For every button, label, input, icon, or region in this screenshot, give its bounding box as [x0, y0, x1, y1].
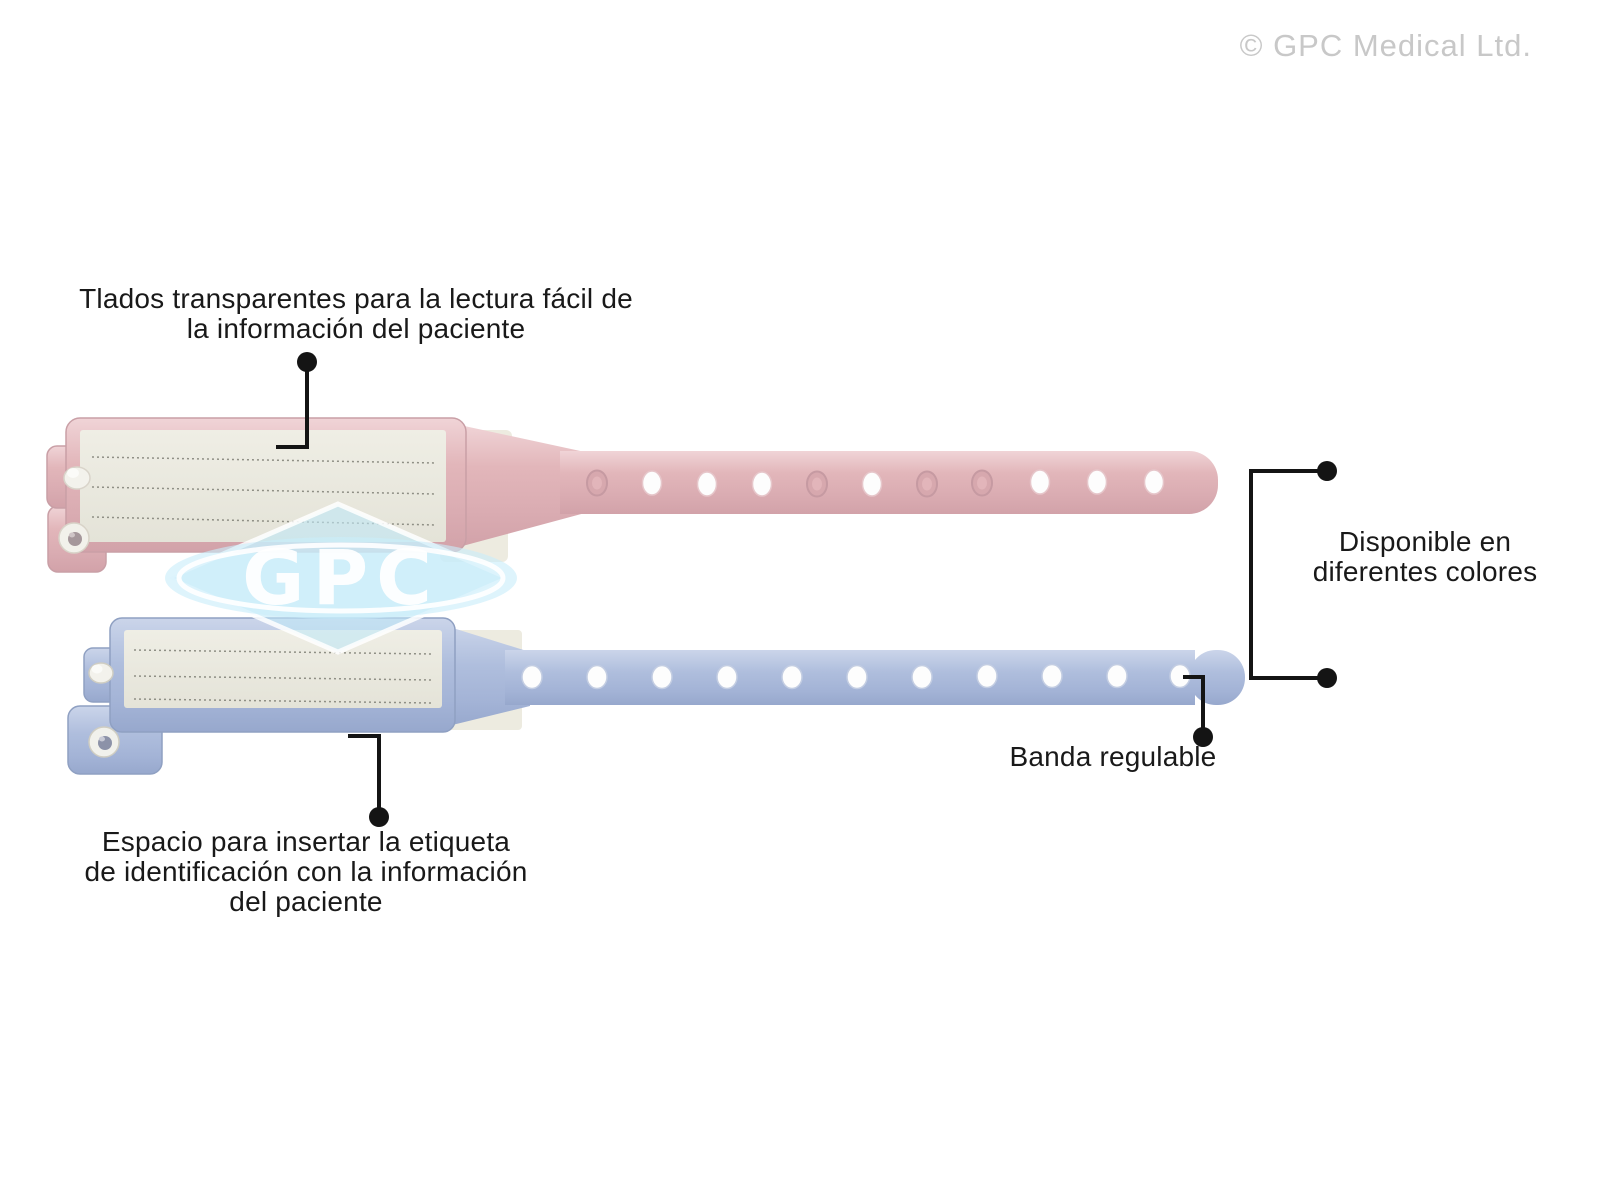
- blue-wristband: [67, 617, 1245, 775]
- annotation-line: Espacio para insertar la etiqueta: [101, 826, 511, 857]
- blue-stud-highlight: [91, 664, 103, 674]
- annotation-adjustable-band: Banda regulable: [963, 742, 1263, 772]
- annotation-available-colors: Disponible en diferentes colores: [1262, 527, 1588, 587]
- pink-write-line: [91, 456, 437, 464]
- pink-adjustment-holes: [586, 469, 1165, 498]
- annotation-line: diferentes colores: [1312, 556, 1538, 587]
- annotation-line: de identificación con la información: [84, 856, 528, 887]
- annotation-transparent-window: Tlados transparentes para la lectura fác…: [40, 284, 672, 344]
- dot-colors-bottom: [1317, 668, 1337, 688]
- pink-taper: [455, 424, 585, 548]
- pink-write-line: [91, 486, 437, 495]
- blue-grommet-shine: [99, 736, 105, 742]
- dot-adjustable-band: [1193, 727, 1213, 747]
- gpc-logo-watermark: GPC: [161, 501, 517, 655]
- dot-colors-top: [1317, 461, 1337, 481]
- annotation-line: Disponible en: [1338, 526, 1512, 557]
- leader-transparent-window: [276, 363, 309, 449]
- callout-leaders: [276, 363, 1318, 808]
- pink-stud-highlight: [67, 468, 79, 478]
- pink-grommet-shine: [69, 532, 75, 538]
- blue-adjustment-holes: [521, 663, 1191, 690]
- logo-ellipse: [165, 537, 517, 619]
- pink-strap-end: [1160, 451, 1218, 514]
- leader-label-space: [348, 734, 381, 808]
- leader-colors-bracket: [1249, 469, 1318, 680]
- annotation-line: del paciente: [229, 886, 383, 917]
- dot-transparent-window: [297, 352, 317, 372]
- annotation-line: Tlados transparentes para la lectura fác…: [79, 283, 633, 314]
- copyright-watermark: © GPC Medical Ltd.: [1239, 28, 1532, 63]
- callout-dots: [297, 352, 1337, 827]
- annotation-label-space: Espacio para insertar la etiqueta de ide…: [26, 827, 586, 917]
- logo-ellipse-ring: [176, 542, 506, 614]
- logo-text: GPC: [242, 533, 440, 622]
- dot-label-space: [369, 807, 389, 827]
- blue-label-insert: [124, 630, 442, 708]
- leader-adjustable-band: [1183, 675, 1205, 728]
- annotation-line: Banda regulable: [1009, 741, 1217, 772]
- annotation-line: la información del paciente: [186, 313, 526, 344]
